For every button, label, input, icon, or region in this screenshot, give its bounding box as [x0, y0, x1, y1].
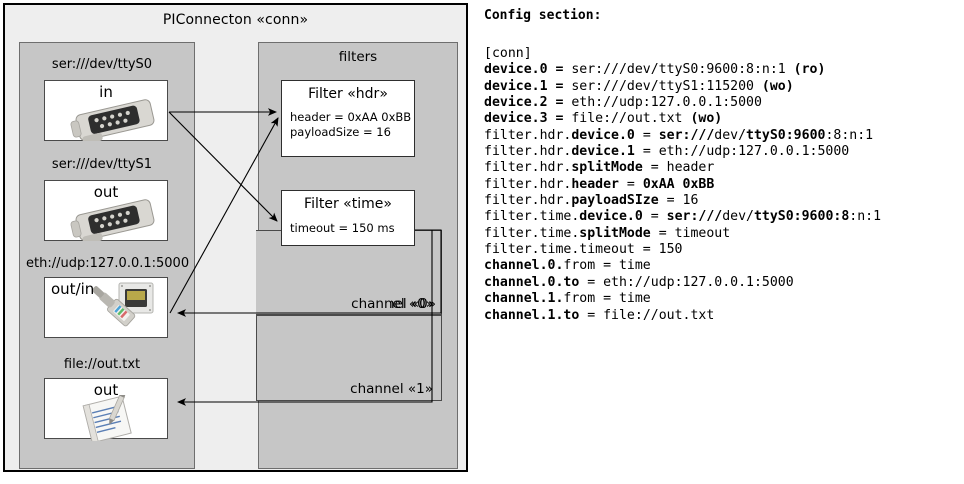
config-line: device.0 = ser:///dev/ttyS0:9600:8:n:1 (…	[484, 62, 826, 78]
channel-0-label-text: channel «0»	[351, 296, 434, 312]
config-line: device.2 = eth://udp:127.0.0.1:5000	[484, 95, 762, 111]
config-line: device.1 = ser:///dev/ttyS1:115200 (wo)	[484, 78, 794, 94]
device-label-ttyS0: ser:///dev/ttyS0	[51, 57, 153, 72]
config-line: filter.hdr.device.1 = eth://udp:127.0.0.…	[484, 144, 850, 160]
filters-group-title: filters	[338, 49, 378, 65]
config-line: filter.hdr.device.0 = ser:///dev/ttyS0:9…	[484, 127, 874, 143]
device-box-eth[interactable]: out/in	[44, 277, 168, 338]
config-line: filter.hdr.payloadSIze = 16	[484, 193, 699, 209]
filter-card-time[interactable]: Filter «time» timeout = 150 ms	[281, 190, 415, 246]
filter-hdr-prop-payloadsize: payloadSize = 16	[290, 125, 391, 139]
device-box-ttyS0[interactable]: in	[44, 80, 168, 141]
filter-hdr-prop-header: header = 0xAA 0xBB	[290, 110, 412, 124]
config-heading: Config section:	[484, 8, 602, 23]
config-line: filter.hdr.header = 0xAA 0xBB	[484, 176, 715, 192]
config-line: device.3 = file://out.txt (wo)	[484, 111, 723, 127]
device-box-ttyS1[interactable]: out	[44, 180, 168, 241]
device-label-eth: eth://udp:127.0.0.1:5000	[26, 256, 190, 271]
serial-port-icon	[70, 199, 155, 241]
filter-hdr-props: header = 0xAA 0xBB payloadSize = 16	[290, 110, 411, 140]
filter-time-props: timeout = 150 ms	[290, 221, 395, 236]
config-line: filter.hdr.splitMode = header	[484, 160, 715, 176]
device-direction-file: out	[93, 381, 119, 399]
filter-card-hdr[interactable]: Filter «hdr» header = 0xAA 0xBB payloadS…	[281, 80, 415, 157]
config-line: filter.time.device.0 = ser:///dev/ttyS0:…	[484, 209, 882, 225]
device-label-file: file://out.txt	[63, 357, 141, 372]
device-direction-ttyS1: out	[93, 183, 119, 201]
ethernet-plug-icon	[93, 282, 154, 327]
config-line: filter.time.splitMode = timeout	[484, 225, 731, 241]
config-text-block: [conn]device.0 = ser:///dev/ttyS0:9600:8…	[484, 46, 881, 324]
device-direction-eth: out/in	[51, 280, 95, 298]
serial-port-icon	[70, 99, 155, 141]
filter-hdr-title: Filter «hdr»	[308, 86, 388, 102]
device-box-file[interactable]: out	[44, 378, 168, 441]
page-title: PIConnecton «conn»	[162, 12, 309, 28]
text-file-icon	[82, 395, 132, 441]
channel-1-label: channel «1»	[350, 381, 433, 397]
config-line: channel.0.from = time	[484, 258, 651, 274]
filter-time-title: Filter «time»	[304, 196, 392, 212]
config-line: channel.1.to = file://out.txt	[484, 307, 715, 323]
config-line: filter.time.timeout = 150	[484, 242, 683, 258]
config-line: channel.1.from = time	[484, 291, 651, 307]
channel-box-1: channel «1»	[256, 315, 442, 401]
config-line: [conn]	[484, 46, 532, 61]
device-direction-ttyS0: in	[99, 83, 113, 101]
config-panel: Config section: [conn]device.0 = ser:///…	[484, 0, 964, 484]
config-line: channel.0.to = eth://udp:127.0.0.1:5000	[484, 274, 794, 290]
device-label-ttyS1: ser:///dev/ttyS1	[51, 157, 153, 172]
filter-time-prop-timeout: timeout = 150 ms	[290, 221, 395, 235]
